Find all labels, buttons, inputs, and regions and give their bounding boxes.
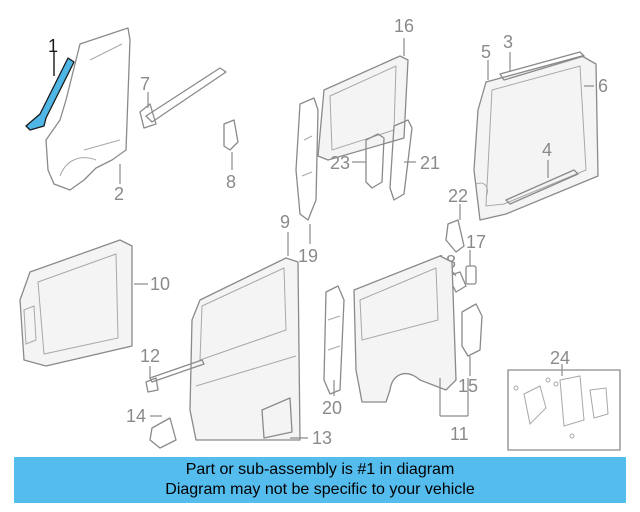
callout-10: 10 bbox=[150, 274, 170, 294]
banner-line-1: Part or sub-assembly is #1 in diagram bbox=[185, 461, 455, 478]
callout-6: 6 bbox=[598, 76, 608, 96]
callout-9: 9 bbox=[280, 212, 290, 232]
part-8-bracket bbox=[223, 119, 239, 151]
callout-2: 2 bbox=[114, 184, 124, 204]
callout-19: 19 bbox=[298, 246, 318, 266]
part-19-center-pillar bbox=[295, 97, 319, 221]
callout-3: 3 bbox=[503, 32, 513, 52]
part-3-upper-strip bbox=[499, 51, 585, 81]
part-10-side-panel bbox=[19, 239, 133, 367]
callout-22: 22 bbox=[448, 186, 468, 206]
callout-24: 24 bbox=[550, 348, 570, 368]
part-24-hardware-kit bbox=[507, 369, 621, 451]
part-4-lower-strip bbox=[505, 169, 579, 205]
info-banner: Part or sub-assembly is #1 in diagram Di… bbox=[14, 457, 626, 503]
callout-23: 23 bbox=[330, 153, 350, 173]
part-5-rear-door-frame bbox=[473, 55, 599, 221]
part-2-front-pillar-panel bbox=[45, 27, 131, 191]
callout-5: 5 bbox=[481, 42, 491, 62]
banner-line-2: Diagram may not be specific to your vehi… bbox=[165, 481, 475, 498]
part-17-striker bbox=[465, 265, 477, 285]
part-12-lower-rail bbox=[145, 359, 205, 393]
part-22-hinge bbox=[445, 219, 465, 253]
callout-7: 7 bbox=[140, 74, 150, 94]
callout-12: 12 bbox=[140, 346, 160, 366]
part-9-sliding-door bbox=[189, 257, 301, 441]
callout-4: 4 bbox=[542, 140, 552, 160]
part-11-quarter-panel bbox=[353, 255, 457, 403]
part-14-roller-bracket bbox=[149, 417, 177, 449]
callout-1: 1 bbox=[48, 36, 58, 56]
parts-diagram: 1 2 7 8 16 19 23 21 bbox=[19, 16, 621, 451]
part-21-reinforcement bbox=[389, 119, 413, 201]
callout-14: 14 bbox=[126, 406, 146, 426]
part-16-window-frame bbox=[317, 55, 409, 161]
callout-16: 16 bbox=[394, 16, 414, 36]
part-1-pillar-trim[interactable] bbox=[25, 57, 75, 131]
part-13-cover bbox=[261, 397, 293, 439]
part-7-weatherstrip bbox=[139, 67, 227, 129]
callout-21: 21 bbox=[420, 153, 440, 173]
callout-20: 20 bbox=[322, 398, 342, 418]
callout-15: 15 bbox=[458, 376, 478, 396]
part-20-pillar bbox=[323, 285, 345, 395]
part-15-reinforcement bbox=[461, 303, 483, 357]
part-23-reinforcement bbox=[365, 133, 385, 189]
callout-11: 11 bbox=[450, 424, 469, 444]
callout-8: 8 bbox=[226, 172, 236, 192]
callout-17: 17 bbox=[466, 232, 486, 252]
callout-13: 13 bbox=[312, 428, 332, 448]
